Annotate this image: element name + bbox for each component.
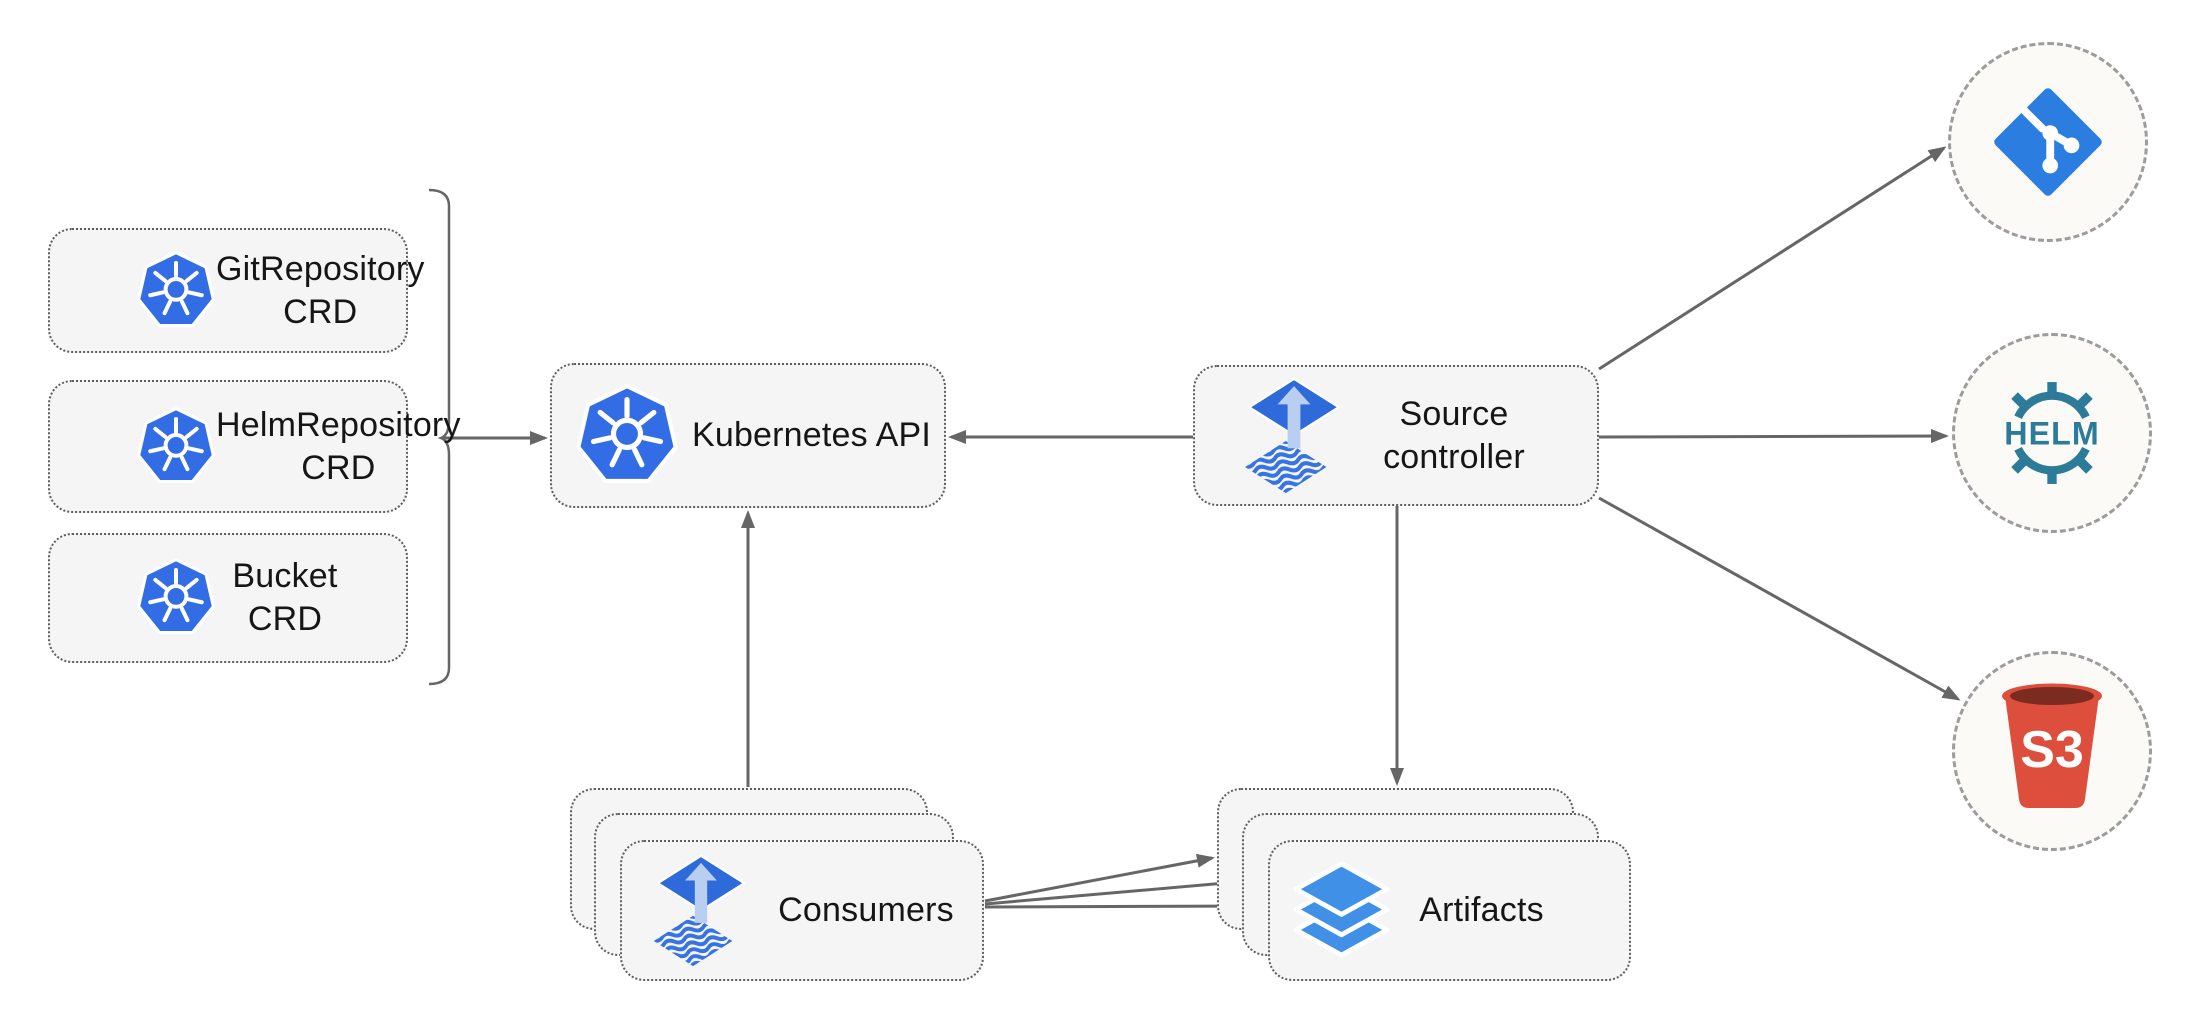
node-bucket-crd: Bucket CRD [48, 533, 408, 663]
node-s3: S3 [1952, 651, 2152, 851]
node-helm: HELM [1952, 333, 2152, 533]
node-label: Consumers [778, 891, 954, 930]
layers-icon [1293, 862, 1390, 959]
flux-icon [1239, 377, 1349, 494]
arrows [443, 146, 1961, 914]
node-label: HelmRepository CRD [216, 405, 461, 487]
edge-consumers-to-artifacts-3 [984, 899, 1266, 914]
node-label: GitRepository CRD [216, 249, 425, 331]
edge-sourcectrl-to-helm [1598, 429, 1949, 444]
edge-sourcectrl-to-git [1598, 146, 1947, 371]
kubernetes-icon [136, 558, 216, 638]
node-source-controller: Source controller [1193, 365, 1599, 506]
s3-icon: S3 [2002, 683, 2102, 808]
node-kubernetes-api: Kubernetes API [550, 363, 946, 508]
node-helmrepository-crd: HelmRepository CRD [48, 380, 460, 513]
helm-label: HELM [2004, 415, 2099, 451]
node-label: Artifacts [1419, 891, 1544, 930]
node-artifacts: Artifacts [1268, 840, 1631, 981]
kubernetes-icon [136, 407, 216, 487]
kubernetes-icon [136, 251, 216, 331]
crds-bracket [428, 188, 451, 686]
node-gitrepository-crd: GitRepository CRD [48, 228, 424, 353]
node-label: Bucket CRD [232, 557, 338, 638]
flux-icon [648, 854, 754, 967]
node-consumers: Consumers [620, 840, 984, 981]
node-label: Kubernetes API [691, 416, 932, 455]
node-git [1948, 42, 2148, 242]
git-icon [1994, 88, 2102, 196]
edge-consumers-to-artifacts-2 [984, 876, 1240, 906]
edge-sourcectrl-to-s3 [1598, 496, 1961, 701]
s3-label: S3 [2020, 721, 2084, 779]
node-label: Source controller [1383, 394, 1525, 476]
edge-consumers-to-artifacts-1 [984, 853, 1215, 903]
kubernetes-icon [575, 384, 679, 488]
helm-icon: HELM [2004, 382, 2099, 484]
